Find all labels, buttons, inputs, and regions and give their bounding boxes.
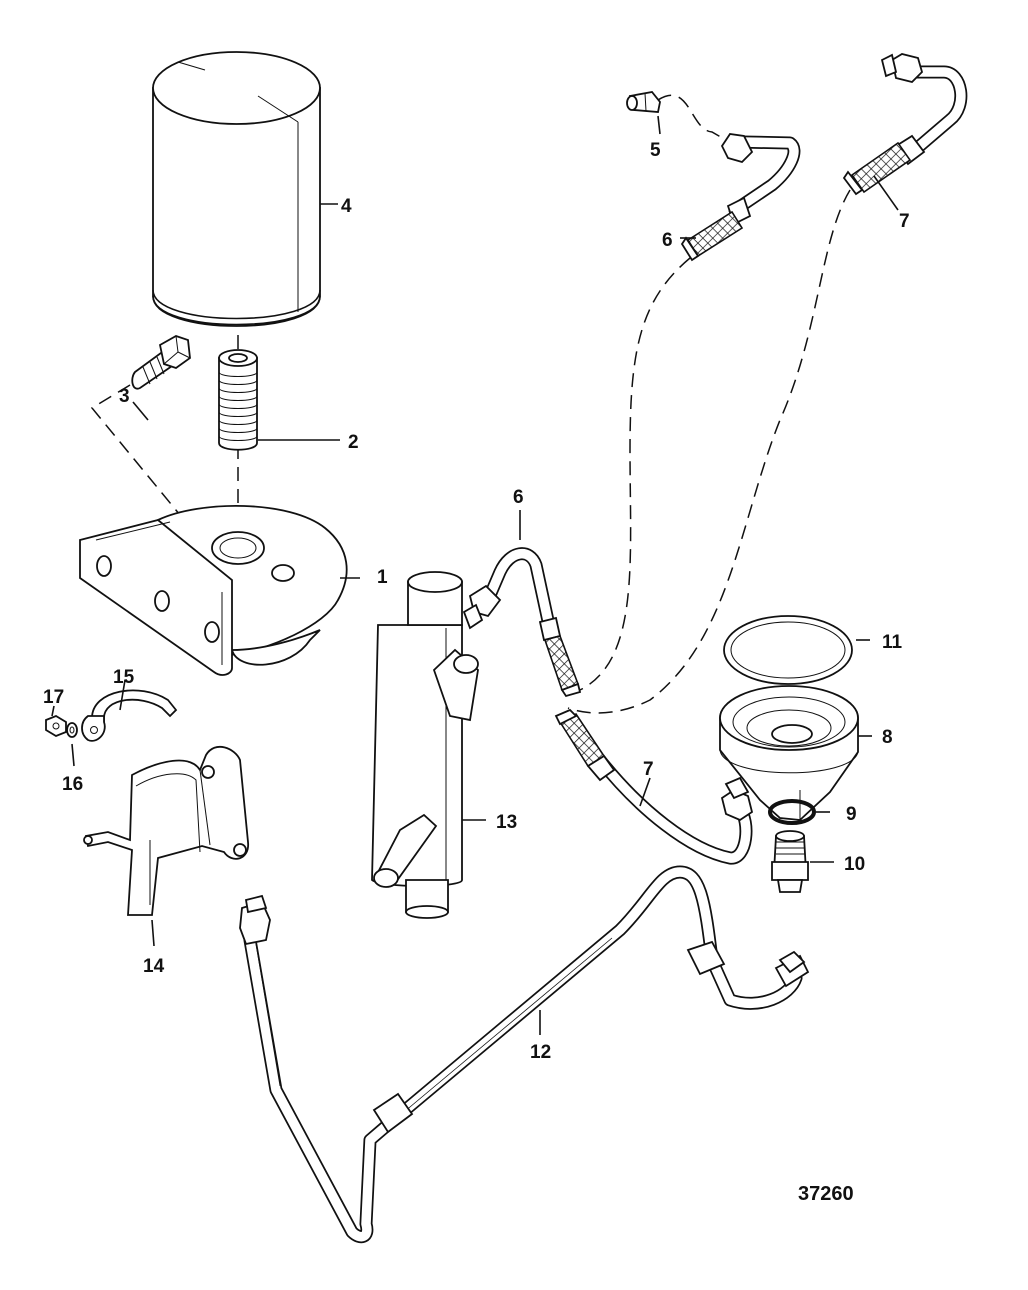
callout-6-lower: 6 [513,487,524,508]
clamp-bracket [83,745,249,916]
hose-7-upper [842,53,968,196]
callout-7-upper: 7 [899,211,910,232]
oil-filter [152,51,321,327]
callout-15: 15 [113,667,135,688]
threaded-nipple [218,349,258,451]
seal-ring [768,799,816,825]
callout-14: 14 [143,956,165,977]
hex-bolt [131,335,191,390]
callout-11: 11 [882,632,903,653]
callout-12: 12 [530,1042,551,1063]
callout-10: 10 [844,854,865,875]
callout-13: 13 [496,812,517,833]
callout-9: 9 [846,804,857,825]
filter-adapter [719,685,859,821]
nut-and-washer [45,714,78,738]
hose-6-upper [680,133,801,262]
callout-6-upper: 6 [662,230,673,251]
callout-1: 1 [377,567,388,588]
adapter-fitting [771,830,809,893]
callout-8: 8 [882,727,893,748]
callout-4: 4 [341,196,352,217]
filter-mount-bracket [79,505,348,676]
clamp-strap [81,689,178,742]
hose-12 [239,865,810,1244]
callout-17: 17 [43,687,64,708]
hose-7-lower [554,708,754,865]
figure-number: 37260 [798,1183,854,1205]
callout-labels: 1 2 3 4 5 6 6 7 7 8 9 10 11 12 13 14 15 … [43,140,910,1063]
callout-5: 5 [650,140,661,161]
hose-6-lower [462,547,582,698]
callout-16: 16 [62,774,83,795]
callout-2: 2 [348,432,359,453]
callout-leaders [51,115,899,1035]
callout-7-lower: 7 [643,759,654,780]
small-fitting [626,91,661,113]
oil-cooler [371,571,479,919]
callout-3: 3 [119,386,130,407]
o-ring [723,615,853,685]
